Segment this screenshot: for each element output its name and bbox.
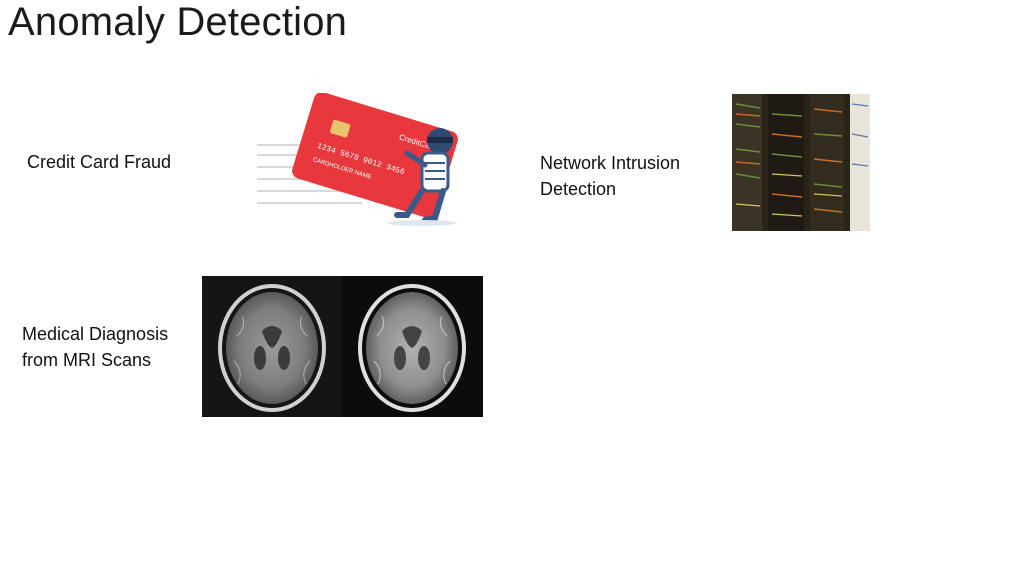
server-rack-image: [732, 94, 870, 231]
network-intrusion-label-line1: Network Intrusion: [540, 153, 681, 173]
brain-mri-scan-pair: [202, 276, 483, 417]
credit-card-thief-image: CreditCard 1234 5678 9012 3456 CARDHOLDE…: [257, 93, 493, 228]
medical-diagnosis-label-line2: from MRI Scans: [22, 350, 152, 370]
credit-card-thief-illustration: CreditCard 1234 5678 9012 3456 CARDHOLDE…: [257, 93, 493, 228]
credit-card-fraud-label: Credit Card Fraud: [27, 152, 172, 172]
mri-scans-image: [202, 276, 483, 417]
network-intrusion-label: Network Intrusion Detection: [540, 150, 680, 202]
server-rack-photo: [732, 94, 870, 231]
medical-diagnosis-label: Medical Diagnosis from MRI Scans: [22, 321, 168, 373]
network-intrusion-label-line2: Detection: [540, 179, 617, 199]
medical-diagnosis-label-line1: Medical Diagnosis: [22, 324, 169, 344]
slide-title: Anomaly Detection: [8, 0, 348, 44]
